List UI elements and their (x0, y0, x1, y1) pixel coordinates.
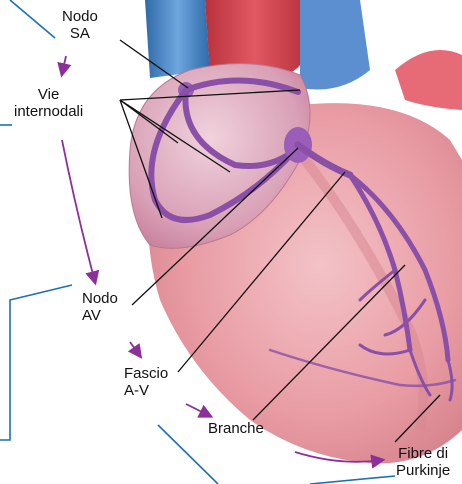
label-av-bundle: Fascio A-V (124, 365, 168, 399)
flow-arrow-4 (186, 404, 210, 416)
label-sa-node: Nodo SA (62, 8, 98, 42)
label-branches-line1: Branche (208, 420, 264, 437)
label-av-node-line1: Nodo (82, 290, 118, 307)
label-purkinje-line1: Fibre di (396, 445, 450, 462)
superior-vena-cava (145, 0, 210, 78)
label-purkinje-line2: Purkinje (396, 462, 450, 479)
flow-arrow-3 (130, 342, 140, 356)
flow-arrow-1 (62, 56, 66, 74)
label-internodal-line2: internodali (14, 103, 83, 120)
label-internodal-line1: Vie (14, 86, 83, 103)
flow-arrow-2 (62, 140, 95, 282)
label-av-bundle-line2: A-V (124, 382, 168, 399)
left-atrial-appendage (395, 50, 462, 110)
label-sa-node-line2: SA (62, 25, 98, 42)
label-sa-node-line1: Nodo (62, 8, 98, 25)
label-purkinje: Fibre di Purkinje (396, 445, 450, 479)
label-av-bundle-line1: Fascio (124, 365, 168, 382)
label-branches: Branche (208, 420, 264, 437)
label-av-node-line2: AV (82, 307, 118, 324)
pulmonary-trunk (300, 0, 370, 90)
label-internodal: Vie internodali (14, 86, 83, 120)
label-av-node: Nodo AV (82, 290, 118, 324)
